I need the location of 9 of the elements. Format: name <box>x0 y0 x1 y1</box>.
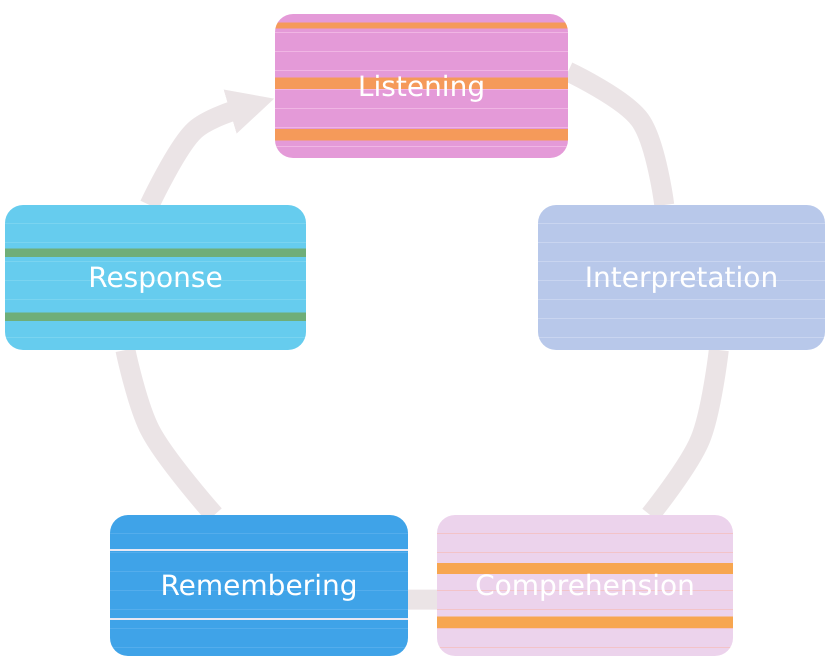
step-label: Comprehension <box>475 569 695 602</box>
step-label: Response <box>88 261 223 294</box>
process-box <box>437 515 733 656</box>
step-label: Interpretation <box>584 261 778 294</box>
process-box <box>110 515 408 656</box>
process-box <box>275 14 568 158</box>
process-box <box>5 205 306 350</box>
process-box <box>538 205 825 350</box>
step-label: Remembering <box>160 569 358 602</box>
